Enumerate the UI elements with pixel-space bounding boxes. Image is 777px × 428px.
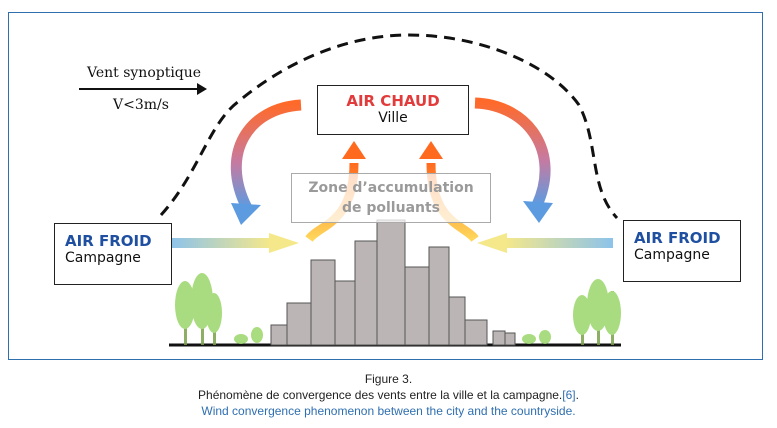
hot-air-subtitle: Ville — [378, 110, 408, 126]
cold-air-left-title: AIR FROID — [65, 232, 152, 250]
cold-air-right-title: AIR FROID — [634, 229, 721, 247]
reference-link[interactable]: [6] — [562, 388, 576, 402]
hot-air-title: AIR CHAUD — [346, 92, 440, 110]
cold-air-right-box: AIR FROID Campagne — [623, 220, 741, 282]
pollutant-zone-box: Zone d’accumulation de polluants — [291, 173, 491, 223]
figure-frame: Vent synoptique V<3m/s AIR CHAUD Ville Z… — [8, 12, 763, 360]
cold-air-left-subtitle: Campagne — [65, 250, 141, 266]
cold-air-left-box: AIR FROID Campagne — [54, 223, 172, 285]
hot-air-box: AIR CHAUD Ville — [317, 85, 469, 135]
synoptic-wind-arrowhead — [197, 83, 207, 95]
pollutant-zone-line1: Zone d’accumulation — [308, 180, 474, 196]
figure-caption-english: Wind convergence phenomenon between the … — [201, 404, 576, 418]
wind-title: Vent synoptique — [87, 65, 202, 81]
trees-left — [175, 273, 263, 345]
right-circulation-arrow — [474, 97, 553, 223]
caption-french-text: Phénomène de convergence des vents entre… — [198, 388, 563, 402]
cold-air-right-subtitle: Campagne — [634, 247, 710, 263]
wind-speed: V<3m/s — [113, 97, 169, 113]
left-cold-air-arrow — [171, 233, 299, 253]
caption-period: . — [575, 388, 579, 402]
pollutant-zone-line2: de polluants — [341, 200, 441, 216]
diagram-canvas — [79, 33, 621, 347]
figure-caption-french: Phénomène de convergence des vents entre… — [0, 388, 777, 402]
figure-number: Figure 3. — [364, 372, 413, 386]
trees-right — [522, 279, 621, 345]
right-cold-air-arrow — [477, 233, 613, 253]
dome-dashed-line — [159, 33, 619, 220]
left-circulation-arrow — [230, 99, 302, 225]
city-buildings — [270, 219, 516, 346]
